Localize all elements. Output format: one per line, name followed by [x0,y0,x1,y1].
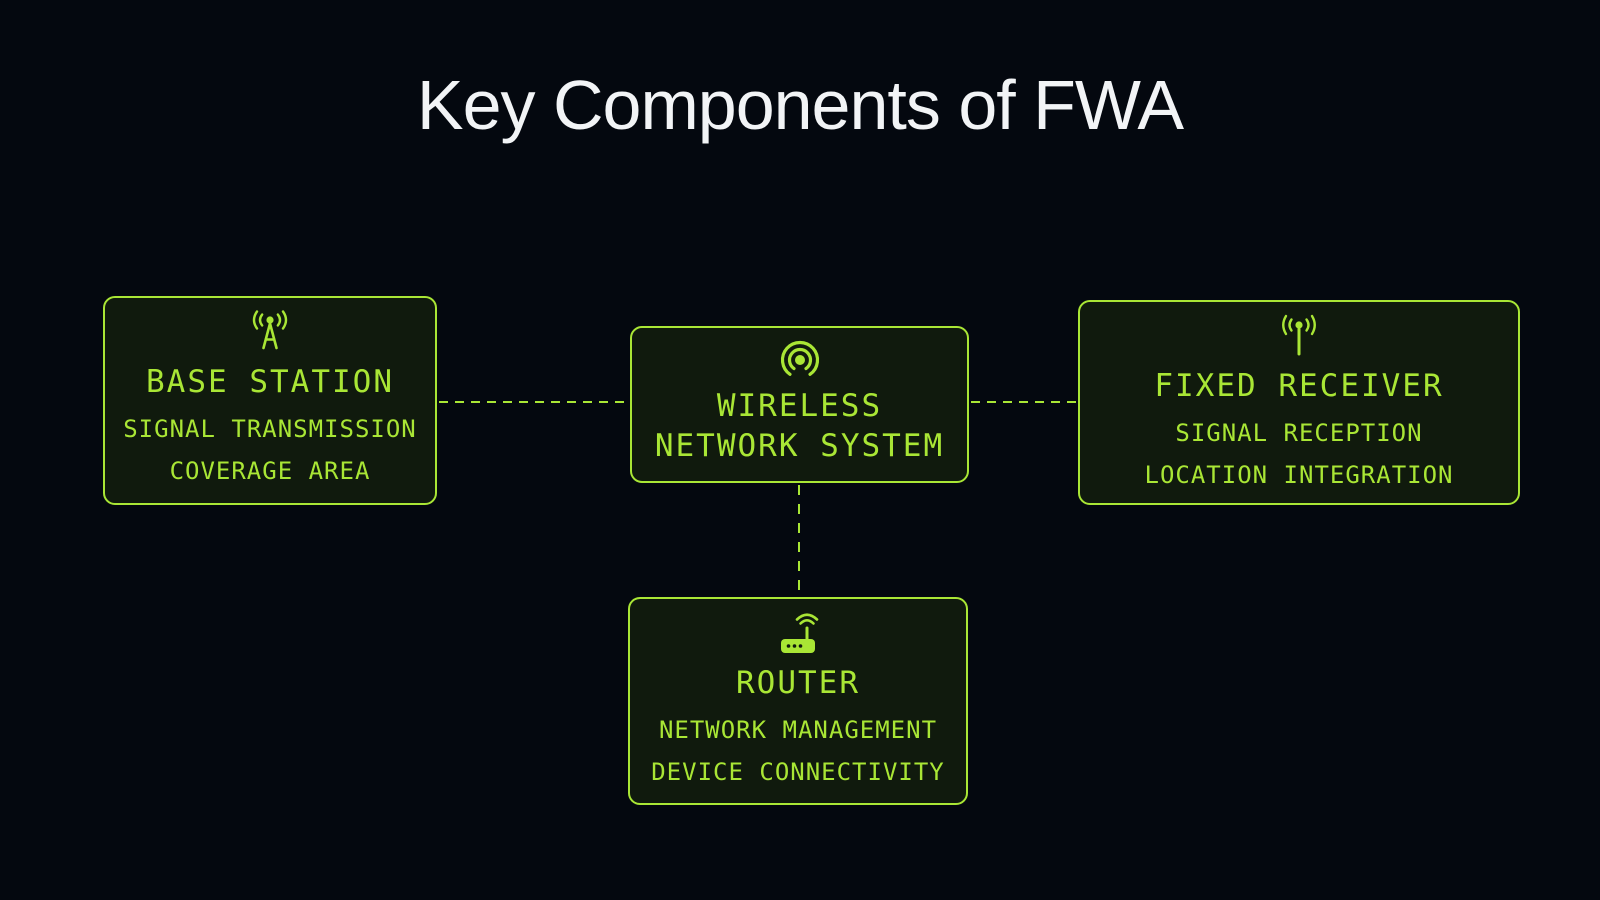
router-icon [774,611,822,659]
node-detail: LOCATION INTEGRATION [1144,461,1454,489]
node-details: SIGNAL TRANSMISSION COVERAGE AREA [123,408,417,492]
node-detail: NETWORK MANAGEMENT [658,716,938,744]
node-detail: SIGNAL TRANSMISSION [123,415,417,443]
node-detail: DEVICE CONNECTIVITY [651,758,945,786]
node-title: ROUTER [736,665,860,701]
node-title: FIXED RECEIVER [1154,368,1444,404]
node-details: NETWORK MANAGEMENT DEVICE CONNECTIVITY [651,709,945,793]
antenna-icon [1275,314,1323,362]
node-detail: COVERAGE AREA [169,457,371,485]
connector-wireless-to-fixed-receiver [971,401,1078,403]
node-fixed-receiver: FIXED RECEIVER SIGNAL RECEPTION LOCATION… [1078,300,1520,505]
connector-wireless-to-router [798,485,800,597]
node-title-line: WIRELESS [716,388,883,424]
node-title-line: NETWORK SYSTEM [654,428,945,464]
node-detail: SIGNAL RECEPTION [1175,419,1423,447]
connector-base-station-to-wireless [439,401,630,403]
node-router: ROUTER NETWORK MANAGEMENT DEVICE CONNECT… [628,597,968,805]
node-base-station: BASE STATION SIGNAL TRANSMISSION COVERAG… [103,296,437,505]
node-wireless-network-system: WIRELESS NETWORK SYSTEM [630,326,969,483]
wireless-broadcast-icon [776,336,824,384]
node-title: WIRELESS NETWORK SYSTEM [655,386,944,466]
node-details: SIGNAL RECEPTION LOCATION INTEGRATION [1145,412,1454,496]
page-title: Key Components of FWA [416,66,1184,144]
cell-tower-icon [246,310,294,358]
node-title: BASE STATION [146,364,394,400]
